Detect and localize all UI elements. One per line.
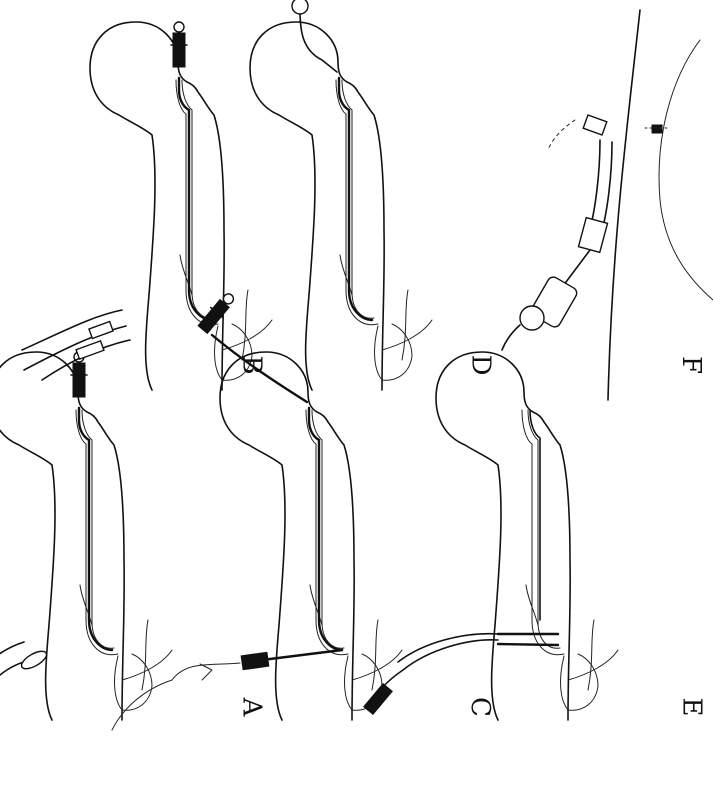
panel-e xyxy=(364,352,618,720)
panel-label-c: C xyxy=(467,697,493,717)
panel-f xyxy=(502,10,713,400)
panel-label-a: A xyxy=(238,698,264,717)
panel-label-f: F xyxy=(678,356,704,374)
panel-label-d: D xyxy=(467,355,493,376)
panel-b xyxy=(22,22,272,390)
panel-d xyxy=(222,0,432,390)
panel-label-b: B xyxy=(239,355,265,374)
panel-label-e: E xyxy=(678,698,704,717)
panel-a xyxy=(0,352,172,720)
